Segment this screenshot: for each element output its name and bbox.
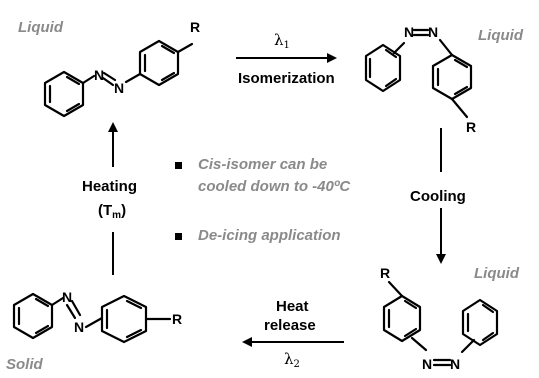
heating-label: Heating [82, 178, 137, 195]
ring-double-bond [403, 299, 418, 310]
nitrogen-atom: N [114, 80, 124, 96]
nitrogen-atom: N [404, 24, 414, 40]
single-bond [392, 41, 406, 55]
nitrogen-atom: N [94, 67, 104, 83]
heating-temperature-label: (Tm) [98, 202, 126, 221]
phase-label-top-left: Liquid [18, 19, 64, 36]
molecule-trans-solid: N N R [12, 289, 182, 344]
single-bond [84, 316, 104, 329]
ring-double-bond [403, 327, 418, 338]
double-bond [65, 303, 77, 320]
ring-double-bond [453, 58, 469, 69]
cooling-label: Cooling [410, 188, 466, 205]
single-bond [460, 338, 476, 354]
heat-release-label-line2: release [264, 317, 316, 334]
single-bond [50, 296, 65, 307]
ring-double-bond [65, 102, 81, 113]
single-bond [176, 42, 194, 54]
single-bond [81, 74, 96, 85]
heat-release-label-line1: Heat [276, 298, 309, 315]
bullet-marker [175, 162, 182, 169]
single-bond [387, 280, 404, 298]
single-bond [124, 72, 142, 84]
single-bond [410, 336, 428, 352]
note-de-icing: De-icing application [198, 227, 341, 244]
ring-double-bond [65, 75, 81, 86]
nitrogen-atom: N [74, 319, 84, 335]
nitrogen-atom: N [428, 24, 438, 40]
note-cis-isomer-line1: Cis-isomer can be [198, 156, 327, 173]
ring-double-bond [453, 85, 469, 96]
nitrogen-atom: N [62, 289, 72, 305]
molecule-trans-liquid: N N R [43, 19, 200, 118]
phenyl-ring-right [100, 294, 148, 344]
substituent-r: R [466, 119, 476, 135]
phenyl-ring-right [461, 298, 499, 347]
phase-label-top-right: Liquid [478, 27, 524, 44]
molecule-cis-cooled-liquid: R N N [380, 265, 499, 372]
substituent-r: R [190, 19, 200, 35]
substituent-r: R [172, 311, 182, 327]
phase-label-bottom-right: Liquid [474, 265, 520, 282]
single-bond [450, 97, 469, 119]
lambda1-label: λ1 [274, 31, 290, 51]
ring-double-bond [125, 328, 143, 339]
ring-double-bond [34, 297, 50, 308]
ring-double-bond [160, 44, 176, 55]
double-bond [70, 299, 82, 317]
bullet-marker [175, 233, 182, 240]
nitrogen-atom: N [450, 356, 460, 372]
ring-double-bond [160, 71, 176, 82]
double-bond [102, 71, 117, 82]
note-cis-isomer-line2: cooled down to -40ºC [198, 178, 351, 195]
isomerization-label: Isomerization [238, 70, 335, 87]
ring-double-bond [481, 303, 495, 314]
phase-label-bottom-left: Solid [6, 356, 44, 373]
phenyl-ring-upper [364, 43, 402, 93]
molecule-cis-liquid: N N R [364, 24, 476, 135]
ring-double-bond [34, 324, 50, 335]
double-bond [101, 76, 115, 87]
ring-double-bond [125, 299, 143, 310]
substituent-r: R [380, 265, 390, 281]
ring-double-bond [384, 77, 398, 88]
nitrogen-atom: N [422, 356, 432, 372]
single-bond [438, 38, 454, 57]
phenyl-ring-left [382, 294, 422, 343]
lambda2-label: λ2 [284, 350, 300, 370]
ring-double-bond [481, 331, 495, 342]
ring-double-bond [384, 48, 398, 59]
